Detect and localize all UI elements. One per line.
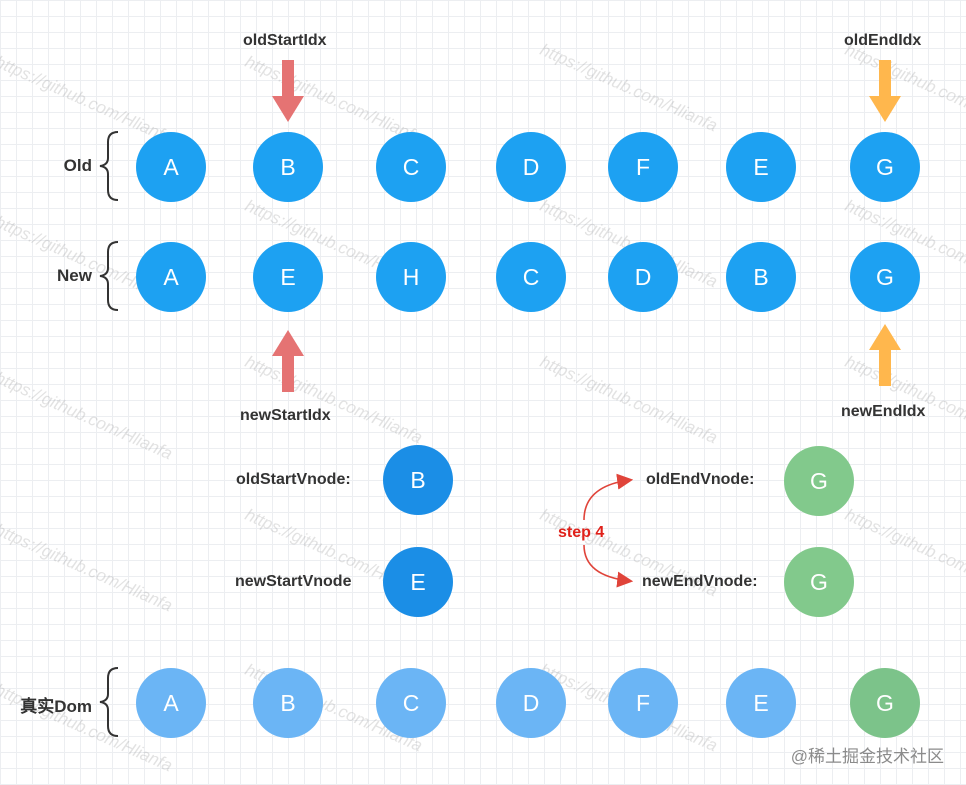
old-node-c: C bbox=[376, 132, 446, 202]
new-end-vnode-label: newEndVnode: bbox=[642, 573, 758, 590]
new-node-c: C bbox=[496, 242, 566, 312]
dom-node-f: F bbox=[608, 668, 678, 738]
new-start-vnode-node: E bbox=[383, 547, 453, 617]
new-end-vnode-node: G bbox=[784, 547, 854, 617]
step-arrow-down bbox=[583, 544, 634, 588]
old-start-vnode-label: oldStartVnode: bbox=[236, 471, 351, 488]
new-node-b: B bbox=[726, 242, 796, 312]
new-node-g: G bbox=[850, 242, 920, 312]
old-node-g: G bbox=[850, 132, 920, 202]
site-watermark: @稀土掘金技术社区 bbox=[790, 747, 944, 766]
old-end-arrow bbox=[869, 60, 901, 122]
new-node-h: H bbox=[376, 242, 446, 312]
dom-node-b: B bbox=[253, 668, 323, 738]
new-end-idx-label: newEndIdx bbox=[841, 403, 926, 420]
brace-new bbox=[99, 241, 119, 311]
new-start-vnode-label: newStartVnode bbox=[235, 573, 352, 590]
new-start-idx-label: newStartIdx bbox=[240, 407, 331, 424]
new-node-d: D bbox=[608, 242, 678, 312]
dom-node-e: E bbox=[726, 668, 796, 738]
old-start-arrow bbox=[272, 60, 304, 122]
dom-node-g: G bbox=[850, 668, 920, 738]
old-node-a: A bbox=[136, 132, 206, 202]
new-node-a: A bbox=[136, 242, 206, 312]
new-node-e: E bbox=[253, 242, 323, 312]
new-end-arrow bbox=[869, 324, 901, 386]
old-node-f: F bbox=[608, 132, 678, 202]
row-label-real-dom: 真实Dom bbox=[20, 697, 92, 716]
old-end-idx-label: oldEndIdx bbox=[844, 32, 922, 49]
brace-real-dom bbox=[99, 667, 119, 737]
old-start-idx-label: oldStartIdx bbox=[243, 32, 327, 49]
new-start-arrow bbox=[272, 330, 304, 392]
dom-node-c: C bbox=[376, 668, 446, 738]
row-label-old: Old bbox=[63, 156, 92, 175]
step-arrow-up bbox=[583, 473, 634, 521]
old-node-e: E bbox=[726, 132, 796, 202]
dom-node-a: A bbox=[136, 668, 206, 738]
row-label-new: New bbox=[57, 266, 92, 285]
old-node-d: D bbox=[496, 132, 566, 202]
old-end-vnode-label: oldEndVnode: bbox=[646, 471, 755, 488]
dom-node-d: D bbox=[496, 668, 566, 738]
old-end-vnode-node: G bbox=[784, 446, 854, 516]
step-label: step 4 bbox=[558, 524, 605, 541]
brace-old bbox=[99, 131, 119, 201]
old-start-vnode-node: B bbox=[383, 445, 453, 515]
old-node-b: B bbox=[253, 132, 323, 202]
